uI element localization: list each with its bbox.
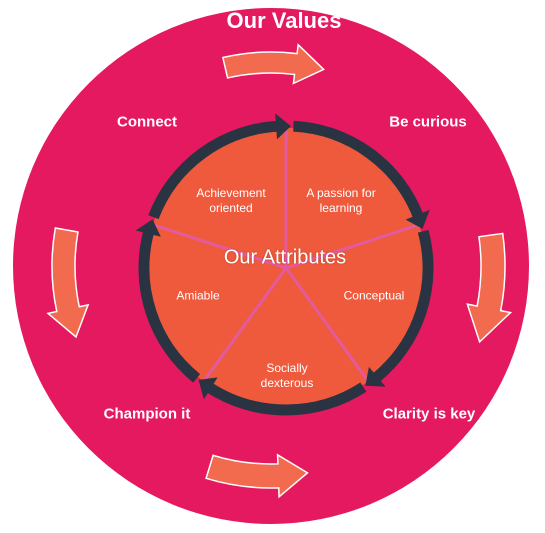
attribute-line: learning <box>319 201 363 215</box>
attributes-title: Our Attributes <box>223 246 347 269</box>
segment-divider <box>285 222 422 270</box>
attribute-line: Socially <box>266 361 308 375</box>
segment-divider <box>150 222 287 270</box>
attribute-passion-for-learning: A passion for learning <box>306 186 375 216</box>
attribute-line: A passion for <box>306 186 376 200</box>
curved-arrow-icon <box>466 232 513 344</box>
attribute-amiable: Amiable <box>176 289 219 304</box>
values-title: Our Values <box>226 8 342 33</box>
ring-segment <box>371 229 434 383</box>
ring-segment <box>148 120 279 220</box>
attribute-conceptual: Conceptual <box>344 289 405 304</box>
curved-arrow-icon <box>221 43 325 85</box>
attribute-line: Conceptual <box>343 288 405 303</box>
attribute-line: Achievement <box>196 186 266 200</box>
ring-arrowhead-icon <box>135 219 161 237</box>
attribute-line: Amiable <box>176 288 220 303</box>
value-label-clarity-is-key: Clarity is key <box>382 405 476 423</box>
ring-segment <box>205 382 367 416</box>
value-label-be-curious: Be curious <box>389 113 467 131</box>
curved-arrow-icon <box>46 227 90 339</box>
ring-arrowhead-icon <box>275 113 291 140</box>
ring-segment <box>138 229 201 383</box>
ring-arrowhead-icon <box>405 209 430 229</box>
value-label-champion-it: Champion it <box>103 405 191 423</box>
attribute-line: dexterous <box>260 376 314 390</box>
segment-divider <box>201 267 288 384</box>
attribute-socially-dexterous: Socially dexterous <box>261 361 314 391</box>
value-label-connect: Connect <box>117 113 177 131</box>
ring-arrowhead-icon <box>198 377 218 400</box>
attribute-achievement-oriented: Achievement oriented <box>196 186 265 216</box>
ring-segment <box>293 120 424 220</box>
curved-arrow-icon <box>205 453 309 499</box>
segment-divider <box>284 267 371 384</box>
ring-arrowhead-icon <box>365 366 386 387</box>
attribute-line: oriented <box>209 201 253 215</box>
